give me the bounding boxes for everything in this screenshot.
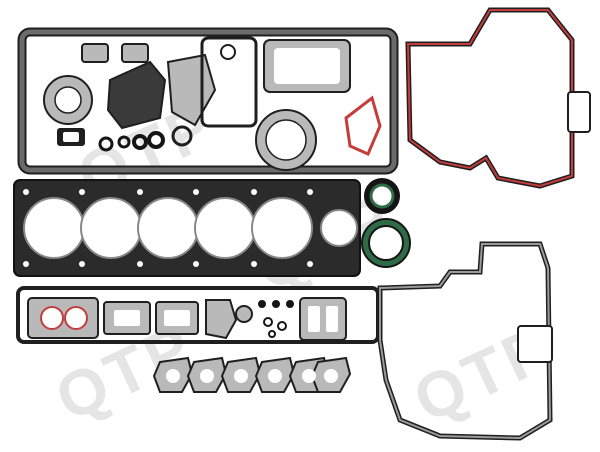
valve-cover-gasket bbox=[16, 286, 380, 344]
small-gasket-set-top bbox=[43, 36, 382, 171]
crankshaft-seals bbox=[361, 178, 411, 268]
cylinder-head-gasket bbox=[13, 179, 361, 277]
flywheel-housing-gasket bbox=[377, 241, 553, 441]
manifold-gaskets bbox=[152, 356, 352, 393]
timing-cover-gasket bbox=[405, 7, 591, 189]
oil-pan-gasket bbox=[17, 27, 399, 175]
